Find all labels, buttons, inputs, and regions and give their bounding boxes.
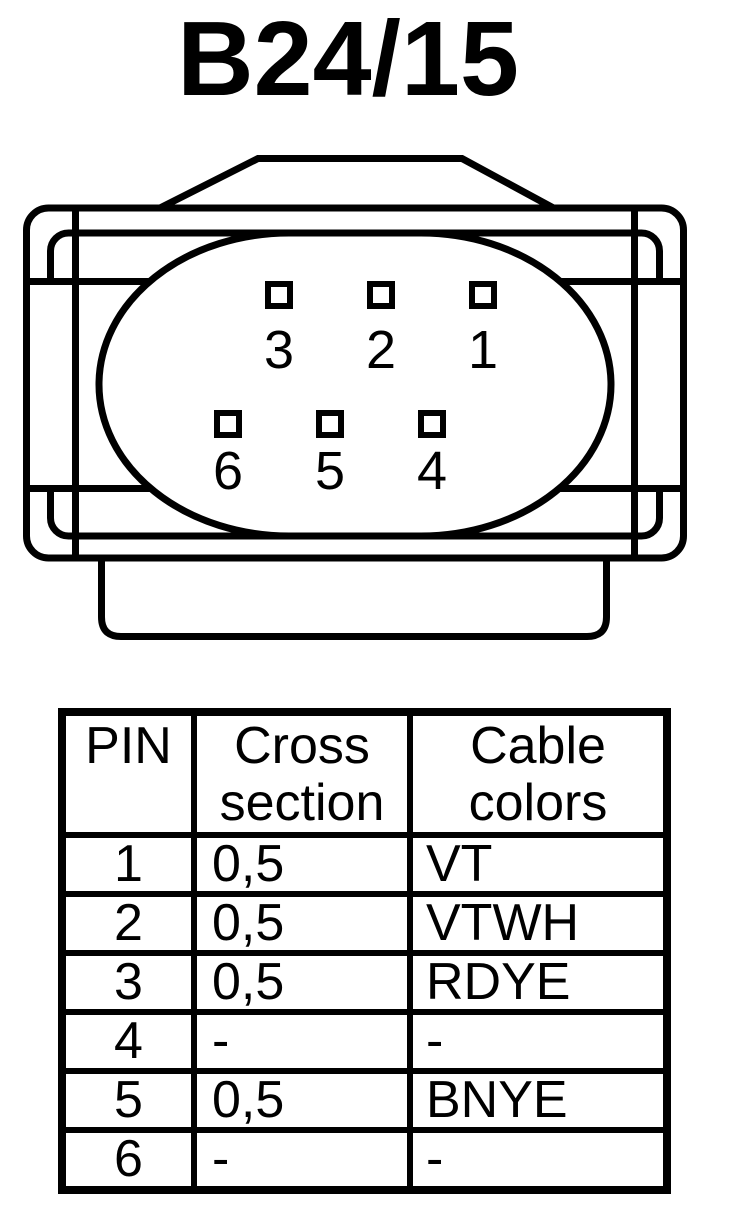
pin-square-3 (265, 281, 293, 309)
cable-color-cell: - (407, 1009, 670, 1074)
cable-color-cell: RDYE (407, 950, 670, 1015)
cable-color-cell: VT (407, 832, 670, 897)
cross-section-cell: 0,5 (191, 891, 413, 956)
cable-color-cell: BNYE (407, 1068, 670, 1133)
pin-cell: 4 (59, 1009, 197, 1074)
pin-square-2 (367, 281, 395, 309)
connector-oval-cavity (95, 229, 615, 540)
pin-number-label: 6 (213, 441, 243, 501)
pin-number-label: 3 (264, 320, 294, 380)
header-row: PIN Cross section Cable colors (59, 709, 670, 838)
pin-number-label: 1 (468, 320, 498, 380)
pin-cell: 3 (59, 950, 197, 1015)
connector-bottom-tab (98, 557, 610, 640)
cross-section-cell: 0,5 (191, 832, 413, 897)
pin-cell: 2 (59, 891, 197, 956)
header-cross-section: Cross section (191, 709, 413, 838)
pin-square-5 (316, 410, 344, 438)
cable-color-cell: VTWH (407, 891, 670, 956)
cross-section-cell: - (191, 1127, 413, 1193)
table-row: 6-- (59, 1127, 670, 1193)
pin-number-label: 2 (366, 320, 396, 380)
pin-number-label: 5 (315, 441, 345, 501)
pin-square-1 (469, 281, 497, 309)
header-cable-colors: Cable colors (407, 709, 670, 838)
header-pin: PIN (59, 709, 197, 838)
connector-diagram: 3 2 1 6 5 4 (23, 155, 687, 640)
cross-section-cell: 0,5 (191, 1068, 413, 1133)
pinout-table-header: PIN Cross section Cable colors (59, 709, 670, 838)
cross-section-cell: 0,5 (191, 950, 413, 1015)
pin-number-label: 4 (417, 441, 447, 501)
cross-section-cell: - (191, 1009, 413, 1074)
pin-square-6 (214, 410, 242, 438)
pin-cell: 6 (59, 1127, 197, 1193)
pin-square-4 (418, 410, 446, 438)
table-row: 4-- (59, 1009, 670, 1074)
connector-top-key (152, 155, 561, 215)
pin-cell: 1 (59, 832, 197, 897)
cable-color-cell: - (407, 1127, 670, 1193)
page-title: B24/15 (177, 0, 519, 118)
pin-cell: 5 (59, 1068, 197, 1133)
